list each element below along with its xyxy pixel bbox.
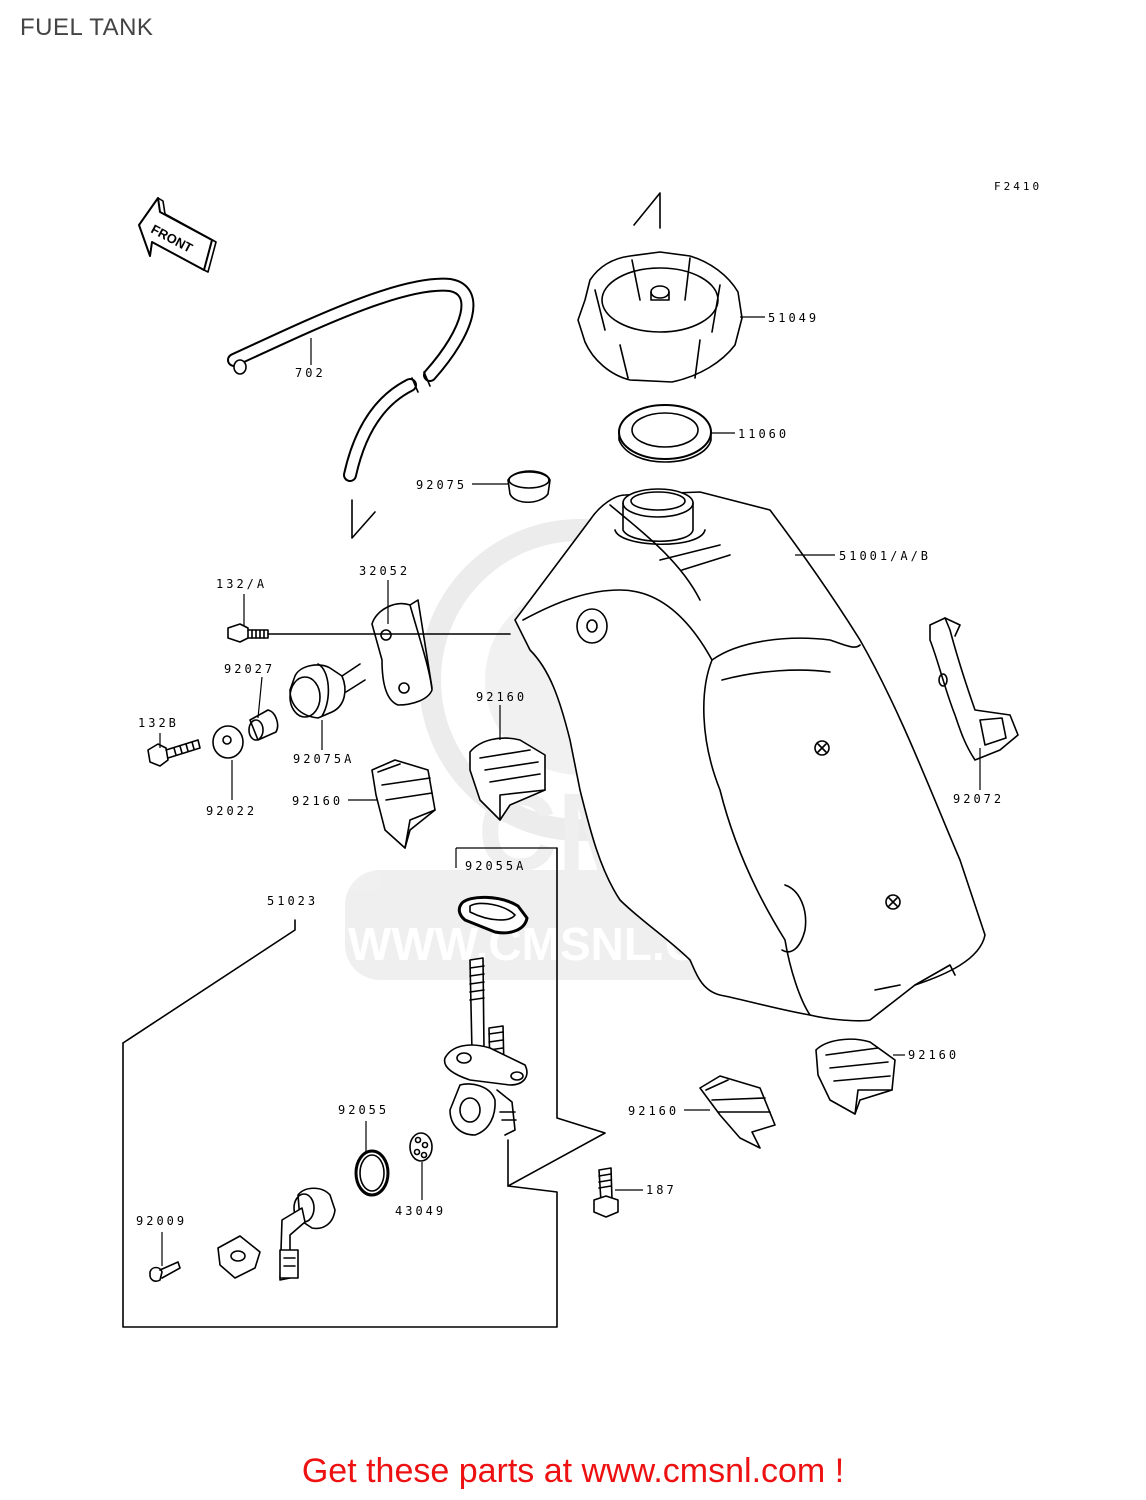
cap-gasket-icon	[618, 404, 712, 463]
leader-tick-icon	[633, 192, 661, 229]
fuel-cap-icon	[577, 251, 743, 383]
part-label: 92160	[476, 690, 528, 704]
lever-icon	[279, 1187, 336, 1281]
bracket-icon	[371, 599, 433, 706]
part-label: 51023	[267, 894, 319, 908]
plate-icon	[217, 1235, 261, 1279]
rubber-pad-icon	[371, 759, 436, 849]
leader-tick-icon	[351, 499, 376, 539]
part-label: 132/A	[216, 577, 268, 591]
page-title: FUEL TANK	[20, 14, 154, 41]
fuel-tank-icon	[514, 488, 986, 1022]
part-label: 92160	[628, 1104, 680, 1118]
o-ring-icon	[354, 1149, 390, 1197]
part-label: 132B	[138, 716, 179, 730]
damper-icon	[289, 663, 366, 719]
part-label: 92075	[416, 478, 468, 492]
rubber-pad-icon	[815, 1038, 896, 1115]
part-label: 92075A	[293, 752, 355, 766]
part-label: 51049	[768, 311, 820, 325]
part-label: 92055	[338, 1103, 390, 1117]
fuel-cock-gasket-icon	[457, 895, 529, 935]
front-arrow-icon: FRONT	[138, 197, 217, 273]
part-label: 92160	[292, 794, 344, 808]
part-label: 702	[295, 366, 326, 380]
washer-icon	[212, 725, 244, 759]
part-label: 51001/A/B	[839, 549, 932, 563]
rubber-pad-icon	[699, 1075, 776, 1149]
collar-icon	[248, 709, 279, 741]
screw-icon	[149, 1261, 181, 1282]
part-label: 92027	[224, 662, 276, 676]
kit-leader-line	[122, 919, 296, 1044]
footer-link[interactable]: Get these parts at www.cmsnl.com !	[301, 1452, 845, 1490]
leader-lines	[159, 316, 981, 1266]
part-label: 32052	[359, 564, 411, 578]
part-label: 92072	[953, 792, 1005, 806]
bolt-icon	[593, 1167, 619, 1218]
plug-icon	[507, 470, 551, 504]
breather-hose-icon	[227, 277, 475, 482]
figure-code: F2410	[994, 180, 1043, 193]
bolt-icon	[147, 739, 201, 767]
rubber-strap-icon	[929, 617, 1019, 761]
part-label: 92009	[136, 1214, 188, 1228]
part-label: 92022	[206, 804, 258, 818]
kit-outline	[122, 847, 606, 1328]
fuel-cock-icon	[443, 957, 528, 1136]
part-label: 187	[646, 1183, 677, 1197]
rubber-pad-icon	[469, 737, 546, 821]
bolt-icon	[227, 623, 511, 643]
filter-icon	[409, 1132, 433, 1162]
part-label: 11060	[738, 427, 790, 441]
part-label: 92055A	[465, 859, 527, 873]
part-label: 92160	[908, 1048, 960, 1062]
part-label: 43049	[395, 1204, 447, 1218]
